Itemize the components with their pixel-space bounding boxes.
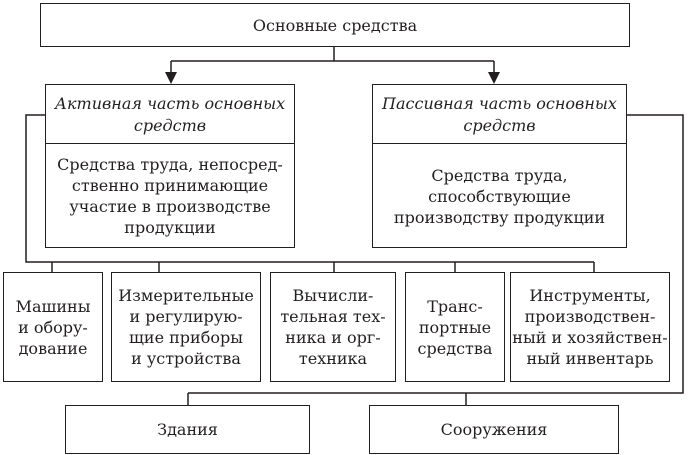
- active-part-description-area: Средства труда, непосред- ственно приним…: [46, 145, 294, 247]
- item-transport-box: Транс- портные средства: [405, 272, 505, 382]
- item-structures-label: Сооружения: [440, 420, 548, 439]
- active-part-box: Активная часть основных средств Средства…: [45, 84, 295, 248]
- passive-part-divider: [373, 143, 626, 144]
- active-part-divider: [46, 143, 294, 144]
- item-machines-box: Машины и обору- дование: [3, 272, 103, 382]
- item-machines-label: Машины и обору- дование: [15, 296, 91, 358]
- root-label: Основные средства: [252, 15, 418, 35]
- root-box: Основные средства: [40, 3, 630, 47]
- active-part-title-area: Активная часть основных средств: [46, 85, 294, 144]
- item-buildings-label: Здания: [157, 420, 218, 439]
- item-buildings-box: Здания: [65, 405, 310, 454]
- item-tools-label: Инструменты, производствен- ный и хозяйс…: [512, 286, 668, 368]
- passive-part-description: Средства труда, способствующие производс…: [393, 165, 606, 227]
- arrow-head-passive: [488, 72, 500, 84]
- item-computing-label: Вычисли- тельная тех- ника и орг- техник…: [280, 286, 386, 368]
- item-instruments-box: Измерительные и регулирую- щие приборы и…: [111, 272, 261, 382]
- passive-items-bracket: [188, 114, 684, 394]
- active-items-bracket: [25, 114, 594, 263]
- item-computing-box: Вычисли- тельная тех- ника и орг- техник…: [270, 272, 396, 382]
- item-tools-box: Инструменты, производствен- ный и хозяйс…: [510, 272, 670, 382]
- active-part-title: Активная часть основных средств: [54, 93, 286, 135]
- arrow-head-active: [165, 72, 177, 84]
- passive-part-title: Пассивная часть основных средств: [382, 93, 617, 135]
- item-instruments-label: Измерительные и регулирую- щие приборы и…: [118, 286, 254, 368]
- passive-part-box: Пассивная часть основных средств Средств…: [372, 84, 627, 248]
- passive-part-title-area: Пассивная часть основных средств: [373, 85, 626, 144]
- active-part-description: Средства труда, непосред- ственно приним…: [57, 155, 283, 237]
- item-structures-box: Сооружения: [369, 405, 619, 454]
- item-transport-label: Транс- портные средства: [417, 296, 493, 358]
- passive-part-description-area: Средства труда, способствующие производс…: [373, 145, 626, 247]
